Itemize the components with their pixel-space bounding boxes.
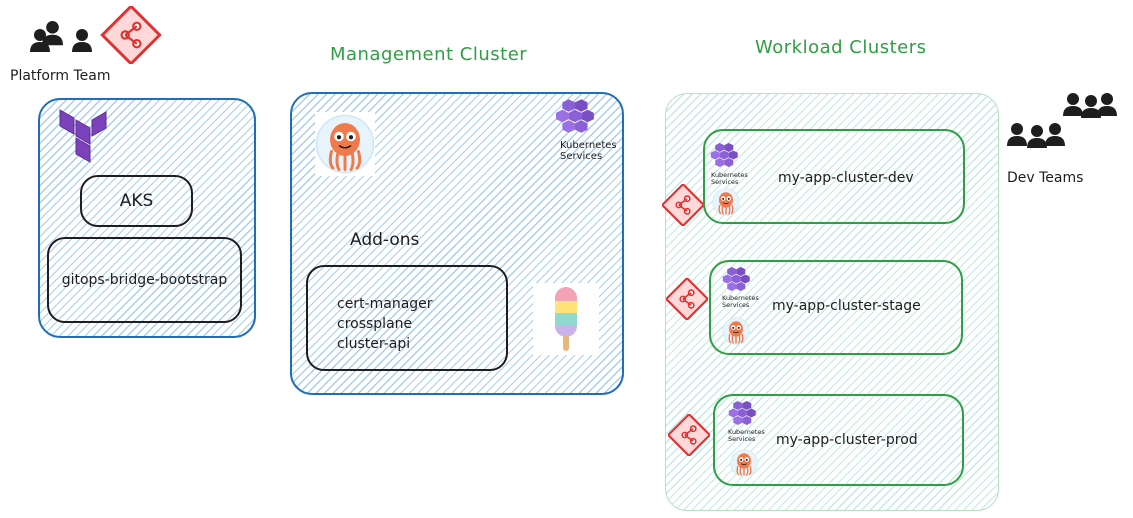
cluster-prod-k8s-label: Kubernetes Services [728, 429, 765, 443]
cluster-stage-name: my-app-cluster-stage [772, 298, 921, 314]
addons-title: Add-ons [350, 230, 420, 250]
mgmt-k8s-label: Kubernetes Services [560, 140, 617, 162]
kubernetes-services-icon [722, 264, 752, 294]
terraform-icon [56, 108, 110, 164]
cluster-prod-k8s-label-1: Kubernetes [728, 428, 765, 436]
cluster-prod-box [713, 394, 964, 486]
argo-icon [722, 315, 750, 347]
management-cluster-title: Management Cluster [330, 44, 528, 65]
addons-list: cert-manager crossplane cluster-api [337, 294, 433, 354]
kubernetes-services-icon [728, 398, 758, 428]
cluster-stage-k8s-label-2: Services [722, 301, 750, 309]
git-icon [661, 183, 705, 227]
cluster-dev-k8s-label-1: Kubernetes [711, 171, 748, 179]
cluster-dev-name: my-app-cluster-dev [778, 170, 914, 186]
argo-icon [730, 447, 758, 479]
bootstrap-label: gitops-bridge-bootstrap [61, 272, 228, 288]
addon-item: crossplane [337, 316, 413, 332]
kubernetes-services-icon [710, 140, 740, 170]
cluster-prod-k8s-label-2: Services [728, 435, 756, 443]
git-icon [665, 277, 709, 321]
addon-item: cert-manager [337, 296, 433, 312]
platform-team-icon [28, 12, 98, 56]
bootstrap-box: gitops-bridge-bootstrap [47, 237, 242, 323]
addon-item: cluster-api [337, 336, 411, 352]
platform-cluster-box [38, 98, 256, 338]
mgmt-k8s-label-1: Kubernetes [560, 140, 617, 151]
argo-icon [315, 112, 375, 176]
git-icon [667, 413, 711, 457]
cluster-dev-k8s-label-2: Services [711, 178, 739, 186]
cluster-stage-k8s-label-1: Kubernetes [722, 294, 759, 302]
platform-team-label: Platform Team [10, 68, 111, 84]
mgmt-k8s-label-2: Services [560, 151, 603, 162]
git-icon [96, 4, 166, 66]
dev-teams-icon [1005, 92, 1131, 164]
cluster-stage-box [709, 260, 963, 355]
popsicle-icon [533, 283, 599, 355]
cluster-prod-name: my-app-cluster-prod [776, 432, 918, 448]
cluster-dev-k8s-label: Kubernetes Services [711, 172, 748, 186]
argo-icon [712, 186, 740, 218]
cluster-stage-k8s-label: Kubernetes Services [722, 295, 759, 309]
cluster-dev-box [703, 129, 965, 224]
workload-clusters-title: Workload Clusters [755, 37, 927, 58]
aks-label: AKS [119, 191, 154, 211]
dev-teams-label: Dev Teams [1007, 170, 1084, 186]
addons-box [306, 265, 508, 371]
aks-box: AKS [80, 175, 193, 227]
kubernetes-services-icon [555, 96, 597, 136]
